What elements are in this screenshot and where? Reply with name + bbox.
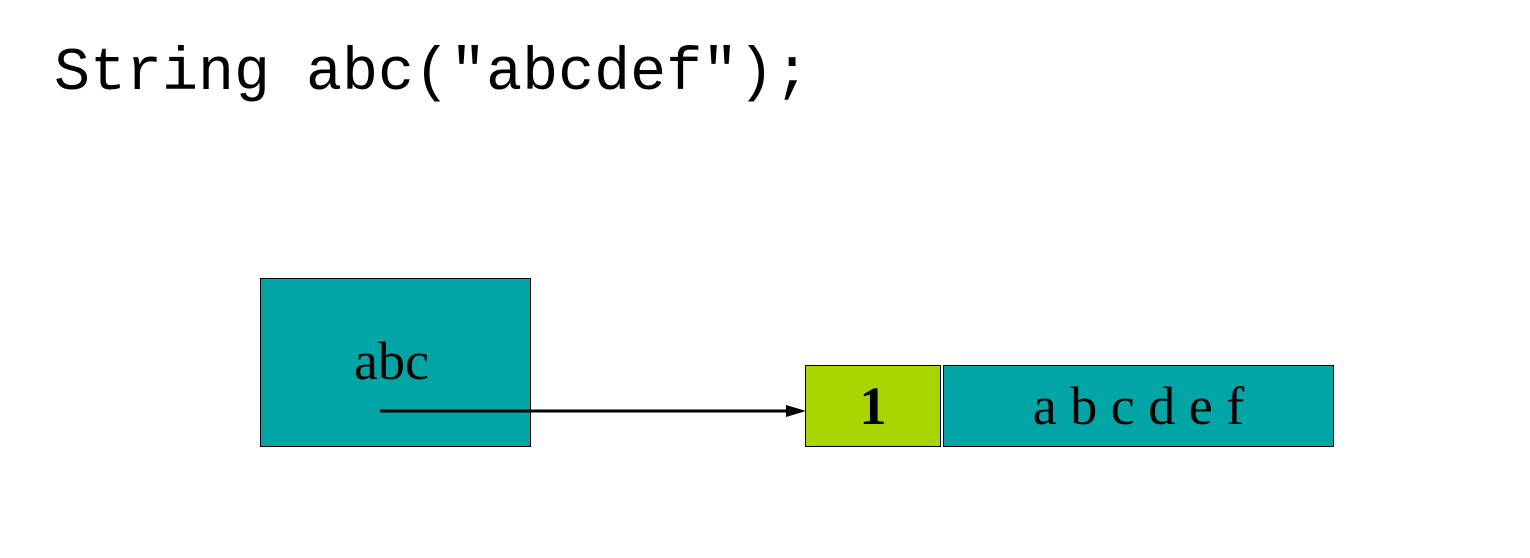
string-chars-box: a b c d e f	[943, 365, 1334, 447]
code-statement: String abc("abcdef");	[54, 40, 811, 108]
pointer-arrow-head	[786, 405, 806, 417]
variable-label: abc	[354, 331, 429, 391]
ref-count-box: 1	[805, 365, 941, 447]
variable-box: abc	[260, 278, 531, 447]
